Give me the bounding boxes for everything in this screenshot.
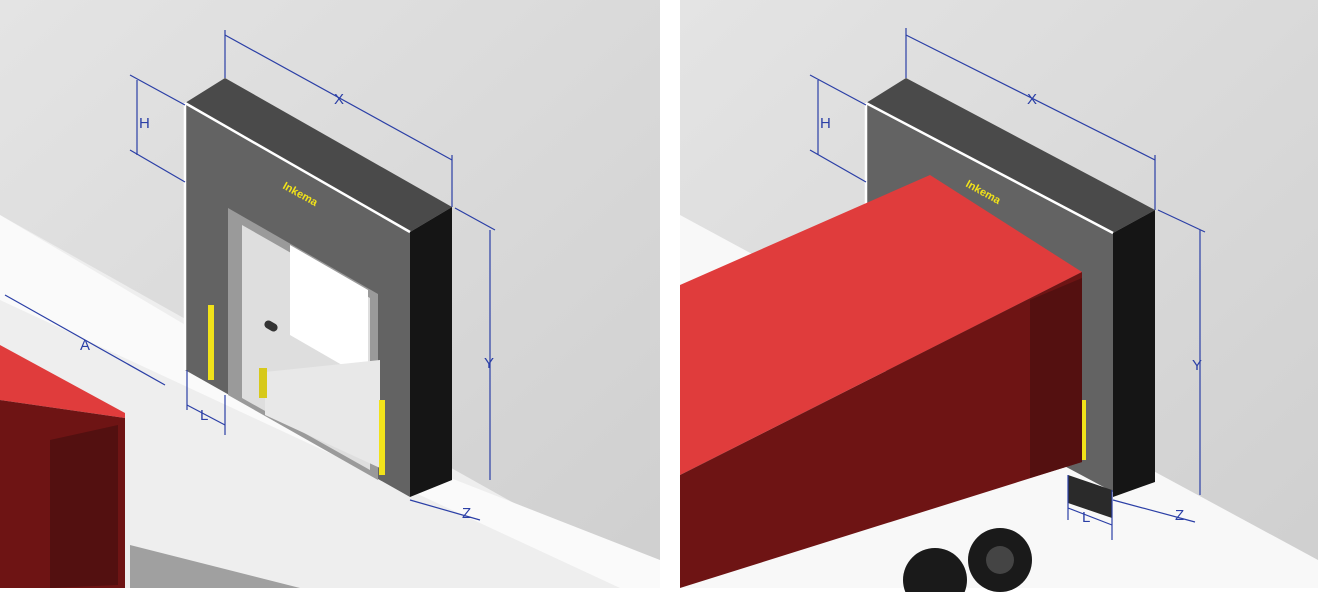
- dimension-a-label: A: [80, 337, 90, 354]
- dimension-z-label: Z: [462, 505, 471, 522]
- dimension-l-label: L: [1082, 509, 1090, 526]
- bumper-stripe: [1080, 400, 1086, 460]
- dimension-h-label: H: [139, 115, 150, 132]
- dock-leveler: [265, 360, 380, 468]
- door-window: [290, 245, 368, 380]
- dock-edge: [0, 215, 660, 588]
- dimension-y-label: Y: [484, 355, 494, 372]
- dimensions: X H Y Z L A: [4, 30, 496, 522]
- dimension-x-label: X: [334, 91, 344, 108]
- dock-shelter: Inkema: [183, 78, 452, 497]
- dimension-x-label: X: [1027, 91, 1037, 108]
- dock-pit: [130, 545, 300, 588]
- right-panel: Inkema X H Y Z L: [680, 0, 1318, 592]
- bumper: [259, 368, 267, 398]
- trailer-door: [1030, 278, 1082, 478]
- trailer: [0, 345, 125, 588]
- door-handle-icon: [264, 320, 278, 332]
- dimension-z-label: Z: [1175, 507, 1184, 524]
- dimensions: X H Y Z L: [809, 28, 1206, 540]
- dimension-y-label: Y: [1192, 357, 1202, 374]
- left-panel: Inkema X H Y Z L A: [0, 0, 660, 588]
- bumper-stripe: [379, 400, 385, 475]
- trailer: [680, 175, 1112, 592]
- dock-leveler-lip: [1068, 475, 1112, 518]
- wheel: [903, 548, 967, 592]
- bumper-stripe: [208, 305, 214, 380]
- dimension-h-label: H: [820, 115, 831, 132]
- dimension-l-label: L: [200, 407, 208, 424]
